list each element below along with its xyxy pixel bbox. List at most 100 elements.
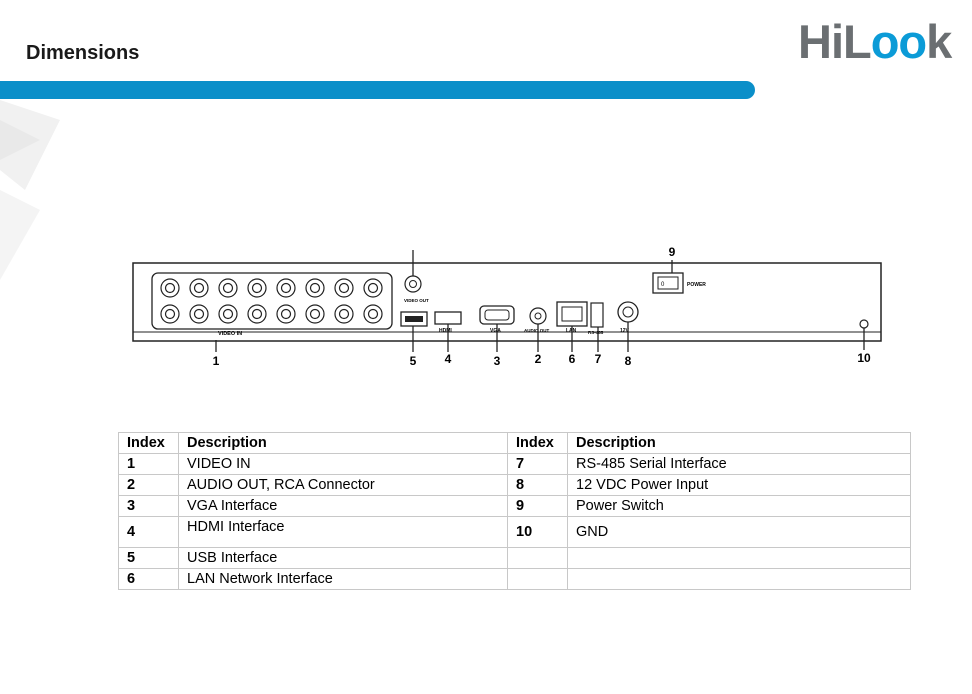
bnc-connector-core (222, 282, 234, 294)
description-cell (567, 568, 911, 590)
callout-9: 9 (669, 245, 676, 259)
index-cell: 3 (118, 495, 179, 517)
bnc-connector (305, 278, 325, 298)
bnc-connector (334, 278, 354, 298)
bnc-connector (276, 278, 296, 298)
hilook-logo: HiLook (798, 15, 952, 68)
bnc-connector-core (280, 308, 292, 320)
svg-text:AUDIO OUT: AUDIO OUT (524, 328, 550, 333)
table-row: 6 LAN Network Interface (118, 568, 911, 590)
callout-5: 5 (410, 354, 417, 368)
video-out-port (404, 275, 422, 293)
bnc-connector-core (338, 282, 350, 294)
description-cell: USB Interface (178, 547, 508, 569)
description-cell: VIDEO IN (178, 453, 508, 475)
bnc-connector (305, 304, 325, 324)
index-cell: 9 (507, 495, 568, 517)
index-cell: 8 (507, 474, 568, 496)
index-cell: 7 (507, 453, 568, 475)
header-accent-bar (0, 81, 755, 99)
description-cell: AUDIO OUT, RCA Connector (178, 474, 508, 496)
callout-3: 3 (494, 354, 501, 368)
index-cell: 5 (118, 547, 179, 569)
table-row: 4 HDMI Interface 10 GND (118, 516, 911, 548)
table-header-row: Index Description Index Description (118, 432, 911, 454)
index-cell: 2 (118, 474, 179, 496)
bnc-connector (363, 278, 383, 298)
audio-out-port (529, 307, 547, 325)
svg-text:LAN: LAN (566, 328, 577, 334)
index-cell (507, 568, 568, 590)
bnc-connector (276, 304, 296, 324)
background-decoration (0, 100, 60, 280)
hdmi-port (434, 311, 462, 325)
bnc-connector-core (280, 282, 292, 294)
description-cell (567, 547, 911, 569)
bnc-connector (247, 278, 267, 298)
svg-text:VGA: VGA (490, 328, 501, 334)
svg-text:HDMI: HDMI (439, 328, 452, 334)
header-index: Index (507, 432, 568, 454)
index-cell: 4 (118, 516, 179, 548)
table-row: 2 AUDIO OUT, RCA Connector 8 12 VDC Powe… (118, 474, 911, 496)
header-index: Index (118, 432, 179, 454)
index-cell: 10 (507, 516, 568, 548)
power-switch (652, 272, 684, 294)
bnc-connector (334, 304, 354, 324)
callout-2: 2 (535, 352, 542, 366)
description-cell: GND (567, 516, 911, 548)
header-description: Description (178, 432, 508, 454)
callout-10: 10 (857, 351, 871, 365)
table-row: 5 USB Interface (118, 547, 911, 569)
gnd-screw (859, 319, 869, 329)
svg-text:0: 0 (661, 282, 665, 288)
callout-6: 6 (569, 352, 576, 366)
bnc-connector (189, 304, 209, 324)
table-row: 1 VIDEO IN 7 RS-485 Serial Interface (118, 453, 911, 475)
description-cell: RS-485 Serial Interface (567, 453, 911, 475)
bnc-connector-core (309, 308, 321, 320)
video-out-label: VIDEO OUT (404, 298, 429, 303)
callout-4: 4 (445, 352, 452, 366)
callout-8: 8 (625, 354, 632, 368)
bnc-connector-core (367, 308, 379, 320)
power-input-port (617, 301, 639, 323)
index-cell: 1 (118, 453, 179, 475)
header-description: Description (567, 432, 911, 454)
callout-7: 7 (595, 352, 602, 366)
bnc-connector (218, 304, 238, 324)
index-cell: 6 (118, 568, 179, 590)
bnc-connector-core (193, 282, 205, 294)
bnc-connector (247, 304, 267, 324)
bnc-connector-core (251, 282, 263, 294)
bnc-connector (218, 278, 238, 298)
rear-panel-diagram: VIDEO IN VIDEO OUT HDMI VGA AUDIO OUT LA… (132, 245, 882, 368)
bnc-connector-core (367, 282, 379, 294)
rs485-port (590, 302, 604, 328)
bnc-block (151, 272, 393, 330)
bnc-connector-core (309, 282, 321, 294)
index-cell (507, 547, 568, 569)
svg-text:POWER: POWER (687, 282, 706, 288)
interface-table: Index Description Index Description 1 VI… (118, 432, 911, 590)
usb-port (400, 311, 428, 327)
table-row: 3 VGA Interface 9 Power Switch (118, 495, 911, 517)
bnc-connector-core (164, 282, 176, 294)
description-cell: 12 VDC Power Input (567, 474, 911, 496)
bnc-connector-core (338, 308, 350, 320)
description-cell: LAN Network Interface (178, 568, 508, 590)
bnc-connector-core (164, 308, 176, 320)
description-cell: VGA Interface (178, 495, 508, 517)
bnc-connector-core (222, 308, 234, 320)
bnc-connector-core (251, 308, 263, 320)
page-title: Dimensions (26, 42, 140, 64)
description-cell: HDMI Interface (178, 516, 508, 548)
bnc-connector (160, 304, 180, 324)
svg-text:RS-485: RS-485 (588, 330, 604, 335)
video-in-label: VIDEO IN (218, 331, 242, 337)
description-cell: Power Switch (567, 495, 911, 517)
bnc-connector (160, 278, 180, 298)
callout-1: 1 (213, 354, 220, 368)
bnc-connector (189, 278, 209, 298)
bnc-connector-core (193, 308, 205, 320)
